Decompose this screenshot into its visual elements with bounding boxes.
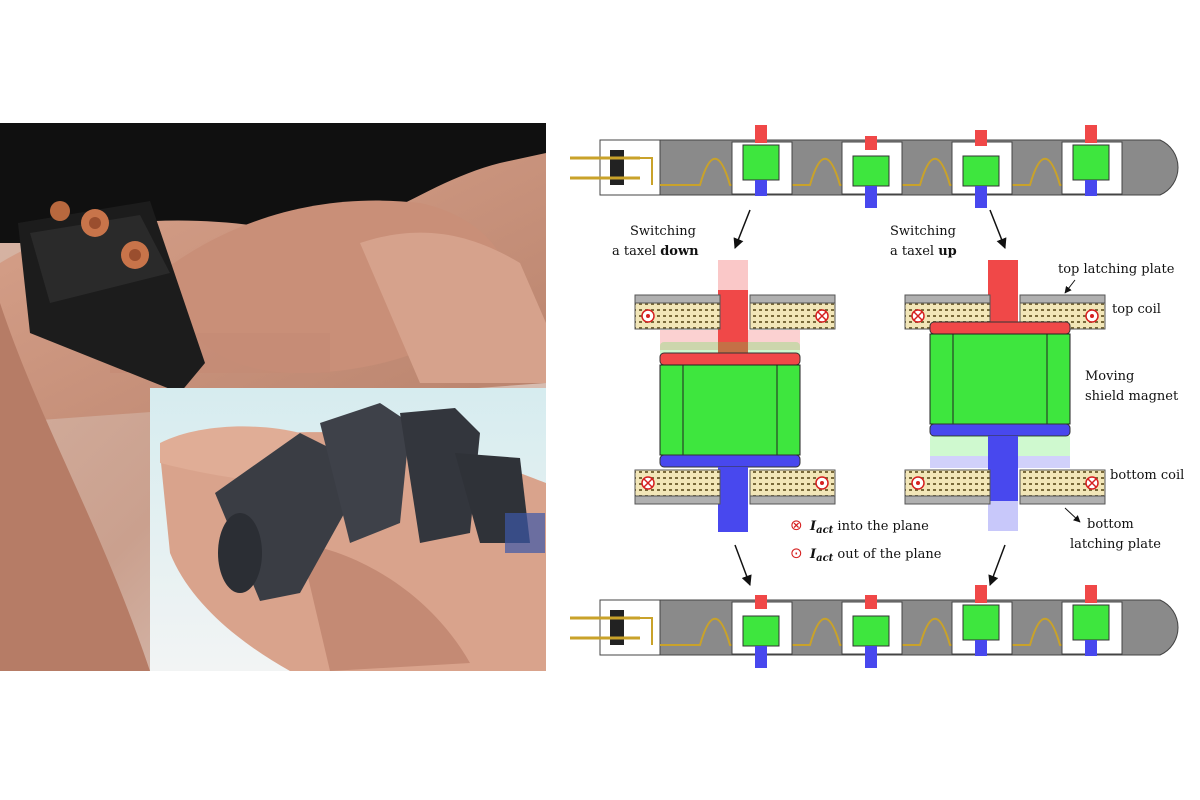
label-moving-line2: shield magnet bbox=[1085, 389, 1179, 404]
diagram-canvas: Switching a taxel down Switching a taxel… bbox=[570, 125, 1184, 668]
label-bottom-latching-line1: bottom bbox=[1087, 517, 1134, 532]
taxel-1-top bbox=[731, 125, 793, 196]
switch-down-line2: a taxel down bbox=[612, 244, 699, 259]
taxel-1-bottom bbox=[731, 595, 793, 668]
bottom-strip bbox=[570, 585, 1179, 668]
photo-collage bbox=[0, 123, 546, 671]
label-bottom-coil: bottom coil bbox=[1110, 468, 1184, 483]
label-bottom-latching-line2: latching plate bbox=[1070, 537, 1161, 552]
label-top-coil: top coil bbox=[1112, 302, 1161, 317]
arrow-down-right-bottom bbox=[988, 544, 1006, 586]
label-top-latching-plate: top latching plate bbox=[1058, 262, 1175, 277]
finger-photo bbox=[150, 388, 546, 671]
switch-down-line1: Switching bbox=[630, 224, 696, 239]
wearable-photos bbox=[0, 123, 546, 671]
switch-up-line1: Switching bbox=[890, 224, 956, 239]
legend: ⊗ Iact into the plane ⊙ Iact out of the … bbox=[790, 516, 942, 564]
arrow-down-left-bottom bbox=[734, 544, 752, 586]
detail-up bbox=[904, 260, 1106, 531]
label-moving-line1: Moving bbox=[1085, 369, 1134, 384]
legend-out-symbol: ⊙ bbox=[790, 544, 803, 562]
legend-into-text: Iact into the plane bbox=[809, 519, 929, 536]
taxel-2-bottom bbox=[841, 595, 903, 668]
taxel-3-bottom bbox=[951, 585, 1013, 656]
switch-up-line2: a taxel up bbox=[890, 244, 957, 259]
taxel-4-top bbox=[1061, 125, 1123, 196]
pointer-bottom-latching bbox=[1064, 507, 1081, 523]
taxel-4-bottom bbox=[1061, 585, 1123, 656]
legend-out-text: Iact out of the plane bbox=[809, 547, 942, 564]
taxel-2-top bbox=[841, 136, 903, 208]
taxel-diagram: Switching a taxel down Switching a taxel… bbox=[560, 110, 1190, 694]
detail-down bbox=[634, 260, 836, 532]
arrow-down-left-top bbox=[733, 209, 751, 249]
pointer-top-latching bbox=[1064, 279, 1076, 294]
taxel-3-top bbox=[951, 130, 1013, 208]
legend-into-symbol: ⊗ bbox=[790, 516, 803, 534]
top-strip bbox=[570, 125, 1179, 208]
arrow-down-right-top bbox=[989, 209, 1007, 249]
